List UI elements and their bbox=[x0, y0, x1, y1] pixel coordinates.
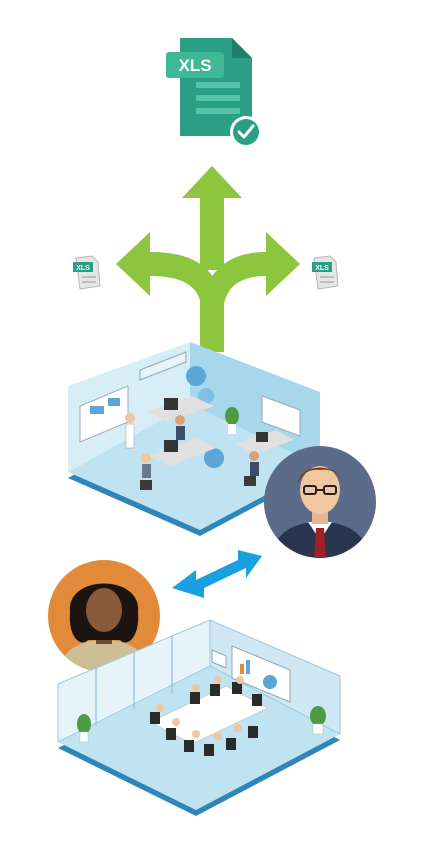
check-icon bbox=[230, 116, 262, 148]
woman-avatar-icon bbox=[48, 560, 160, 672]
split-arrows bbox=[116, 166, 300, 352]
xls-badge-right: XLS bbox=[315, 265, 329, 272]
office-workspace-icon bbox=[68, 342, 320, 536]
right-xls-document: XLS bbox=[312, 255, 339, 290]
xls-badge-left: XLS bbox=[76, 265, 90, 272]
xls-badge-main: XLS bbox=[178, 56, 211, 75]
main-xls-document: XLS bbox=[166, 38, 262, 148]
meeting-room-icon bbox=[57, 619, 341, 816]
exchange-arrow-icon bbox=[172, 550, 262, 598]
left-xls-document: XLS bbox=[73, 255, 101, 290]
man-avatar-icon bbox=[264, 446, 376, 558]
